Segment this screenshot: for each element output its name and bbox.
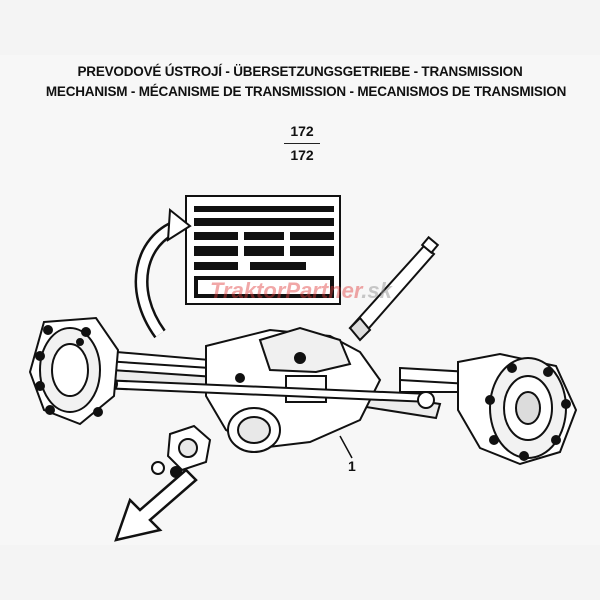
callout-leader-line <box>339 435 353 459</box>
watermark-main: TraktorPartner <box>210 278 362 303</box>
direction-arrow-icon <box>114 468 198 542</box>
fraction-line <box>284 143 320 144</box>
callout-label: 1 <box>348 458 356 474</box>
title-line-2: MECHANISM - MÉCANISME DE TRANSMISSION - … <box>45 84 567 99</box>
title-line-1: PREVODOVÉ ÚSTROJÍ - ÜBERSETZUNGSGETRIEBE… <box>77 64 523 79</box>
page-number-bottom: 172 <box>290 147 314 163</box>
curved-arrow-icon <box>134 208 192 339</box>
page-number-top: 172 <box>290 123 314 139</box>
plate-label: 1 <box>314 262 320 272</box>
steering-rod <box>348 235 440 342</box>
left-wheel-hub <box>28 316 120 426</box>
identification-plate <box>185 195 341 305</box>
exploded-part <box>151 424 212 478</box>
right-wheel-hub <box>457 352 578 466</box>
watermark-suffix: .sk <box>361 278 392 303</box>
watermark: TraktorPartner.sk <box>210 278 392 304</box>
